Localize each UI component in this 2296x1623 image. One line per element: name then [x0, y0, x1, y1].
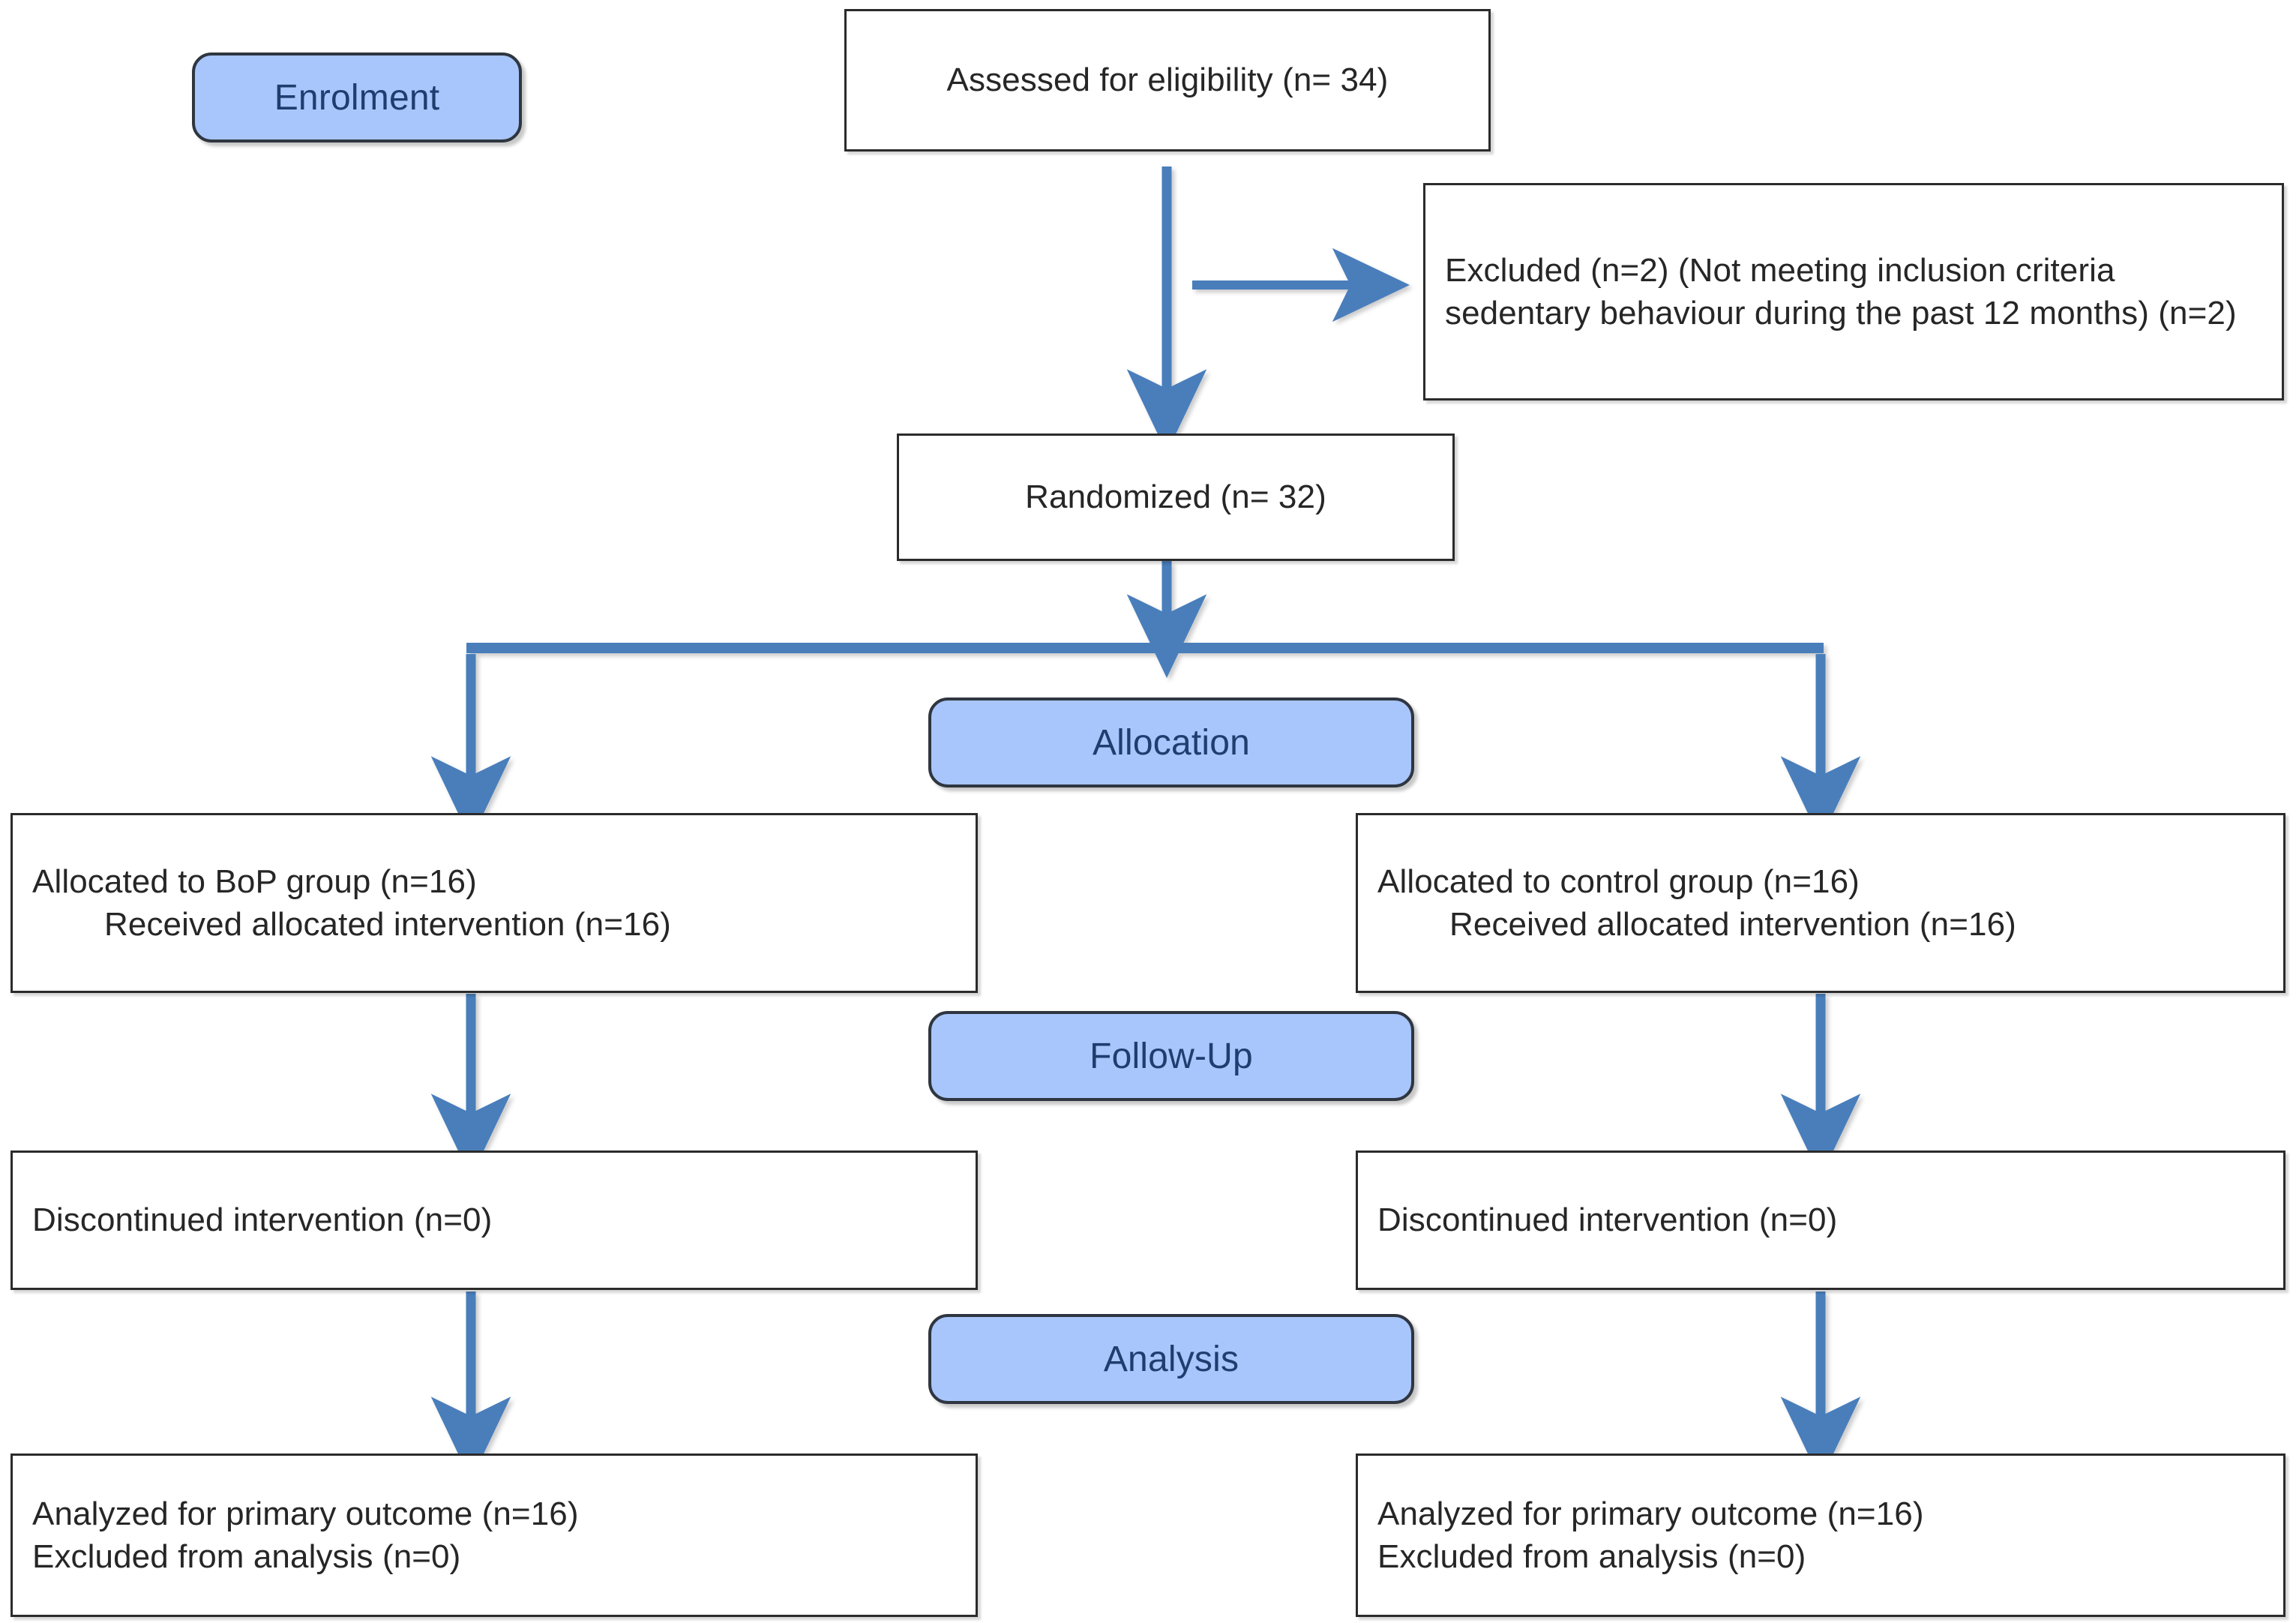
- node-assessed-for-eligibility[interactable]: Assessed for eligibility (n= 34): [844, 9, 1491, 152]
- node-randomized[interactable]: Randomized (n= 32): [897, 434, 1455, 561]
- node-analyzed-right-line-1: Analyzed for primary outcome (n=16): [1377, 1495, 1924, 1532]
- stage-badge-analysis-label: Analysis: [1103, 1339, 1239, 1379]
- node-discontinued-right[interactable]: Discontinued intervention (n=0): [1356, 1150, 2286, 1290]
- node-analyzed-left-line-1: Analyzed for primary outcome (n=16): [32, 1495, 579, 1532]
- node-analyzed-left-line-2: Excluded from analysis (n=0): [32, 1538, 461, 1575]
- stage-badge-followup-label: Follow-Up: [1090, 1036, 1253, 1076]
- stage-badge-allocation[interactable]: Allocation: [928, 698, 1414, 788]
- node-analyzed-left[interactable]: Analyzed for primary outcome (n=16) Excl…: [10, 1454, 978, 1617]
- node-allocated-control-line-1: Allocated to control group (n=16): [1377, 862, 1860, 900]
- node-discontinued-right-line-1: Discontinued intervention (n=0): [1377, 1202, 1838, 1239]
- node-allocated-bop-line-2: Received allocated intervention (n=16): [104, 906, 671, 943]
- node-discontinued-left-line-1: Discontinued intervention (n=0): [32, 1202, 493, 1239]
- node-analyzed-right[interactable]: Analyzed for primary outcome (n=16) Excl…: [1356, 1454, 2286, 1617]
- node-randomized-line-1: Randomized (n= 32): [1025, 478, 1326, 516]
- node-allocated-control-line-2: Received allocated intervention (n=16): [1449, 906, 2016, 943]
- node-allocated-control-group[interactable]: Allocated to control group (n=16) Receiv…: [1356, 813, 2286, 993]
- node-allocated-bop-line-1: Allocated to BoP group (n=16): [32, 862, 477, 900]
- node-excluded-line-1: Excluded (n=2) (Not meeting inclusion cr…: [1445, 251, 2237, 332]
- node-discontinued-left[interactable]: Discontinued intervention (n=0): [10, 1150, 978, 1290]
- stage-badge-enrolment-label: Enrolment: [274, 77, 440, 118]
- stage-badge-enrolment[interactable]: Enrolment: [192, 52, 522, 142]
- node-excluded[interactable]: Excluded (n=2) (Not meeting inclusion cr…: [1423, 183, 2284, 400]
- stage-badge-followup[interactable]: Follow-Up: [928, 1011, 1414, 1101]
- node-allocated-bop-group[interactable]: Allocated to BoP group (n=16) Received a…: [10, 813, 978, 993]
- node-assessed-line-1: Assessed for eligibility (n= 34): [946, 62, 1389, 99]
- stage-badge-analysis[interactable]: Analysis: [928, 1314, 1414, 1404]
- node-analyzed-right-line-2: Excluded from analysis (n=0): [1377, 1538, 1806, 1575]
- stage-badge-allocation-label: Allocation: [1092, 722, 1251, 763]
